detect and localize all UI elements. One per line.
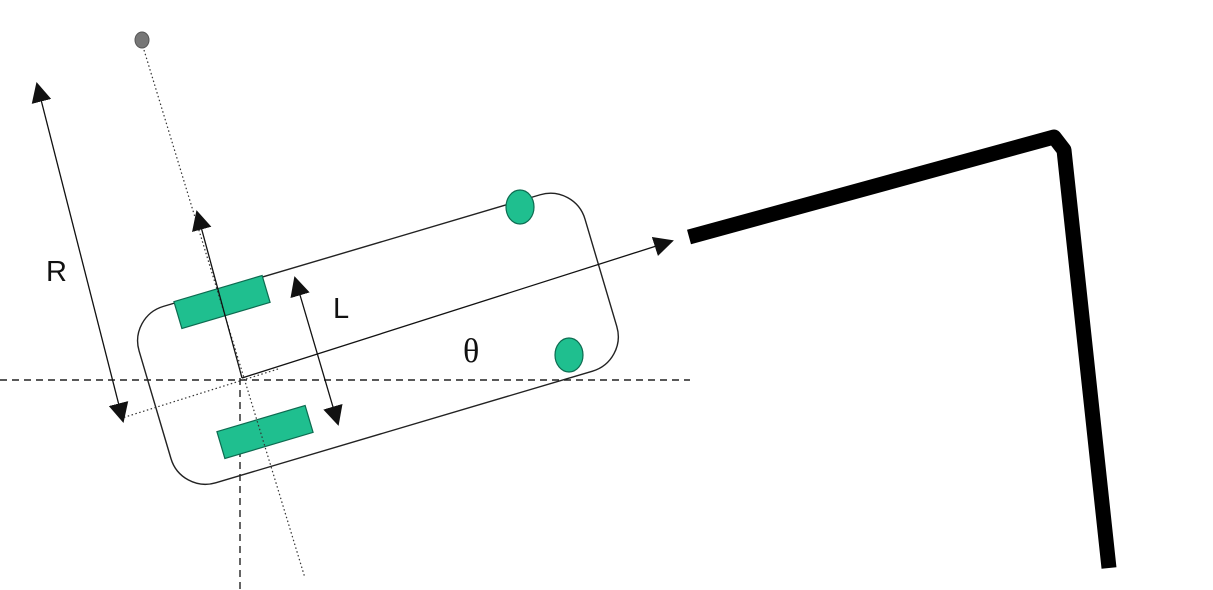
radius-label: R xyxy=(46,256,67,288)
wall-obstacle xyxy=(687,129,1117,569)
heading-angle-label: θ xyxy=(463,333,479,370)
radius-reference-dotted-line xyxy=(121,368,279,419)
robot-body xyxy=(136,192,619,485)
icc-point xyxy=(134,31,150,49)
wheel-base-label: L xyxy=(333,293,349,325)
rear-caster-ball xyxy=(554,337,584,373)
right-wheel xyxy=(216,404,314,460)
front-caster-ball xyxy=(505,189,535,225)
radius-dimension-arrow xyxy=(31,82,129,423)
wheel-base-dimension-arrow xyxy=(290,276,343,426)
lateral-axis-arrow xyxy=(192,210,243,379)
heading-arrow xyxy=(241,236,674,379)
